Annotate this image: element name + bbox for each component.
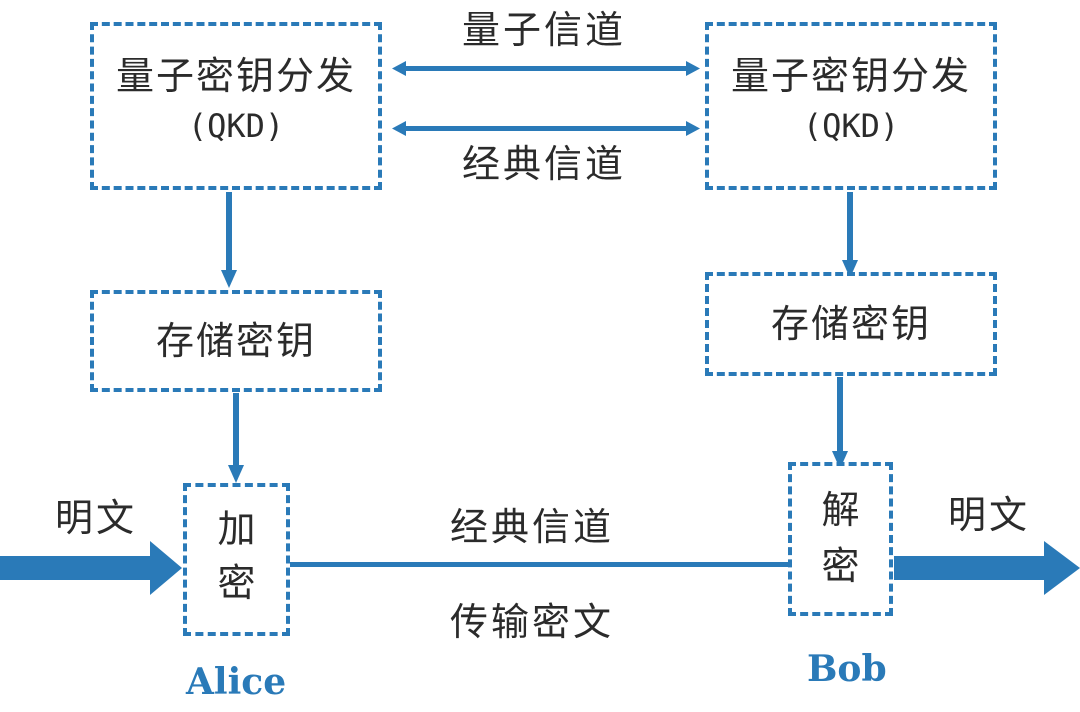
bob-store-key-label: 存储密钥 <box>770 302 931 346</box>
quantum-channel-arrow <box>392 61 700 76</box>
transmit-ciphertext-label: 传输密文 <box>450 600 615 644</box>
ciphertext-classical-label: 经典信道 <box>450 505 615 549</box>
encrypt-char-1: 加 <box>217 507 256 551</box>
decrypt-char-1: 解 <box>821 488 860 532</box>
alice-qkd-box: 量子密钥分发 (QKD) <box>90 22 382 190</box>
ciphertext-channel-line <box>290 562 788 567</box>
bob-qkd-box: 量子密钥分发 (QKD) <box>705 22 997 190</box>
encrypt-box: 加 密 <box>183 483 290 636</box>
bob-qkd-subtitle: (QKD) <box>802 107 900 145</box>
alice-qkd-subtitle: (QKD) <box>187 107 285 145</box>
bob-name: Bob <box>807 648 887 690</box>
bob-store-key-box: 存储密钥 <box>705 272 997 376</box>
alice-qkd-title: 量子密钥分发 <box>115 54 356 98</box>
alice-name: Alice <box>186 661 287 703</box>
alice-qkd-to-store-arrow <box>221 192 237 288</box>
quantum-channel-label: 量子信道 <box>462 8 627 52</box>
classical-channel-arrow <box>392 121 700 136</box>
bob-qkd-title: 量子密钥分发 <box>730 54 971 98</box>
alice-store-key-box: 存储密钥 <box>90 290 382 392</box>
bob-plaintext-label: 明文 <box>948 493 1031 537</box>
encrypt-char-2: 密 <box>217 561 256 605</box>
decrypt-box: 解 密 <box>788 462 893 616</box>
bob-plaintext-arrow <box>894 541 1080 595</box>
bob-store-to-decrypt-arrow <box>832 377 848 469</box>
classical-channel-label: 经典信道 <box>462 142 627 186</box>
alice-plaintext-label: 明文 <box>55 496 138 540</box>
alice-store-key-label: 存储密钥 <box>155 319 316 363</box>
bob-qkd-to-store-arrow <box>842 192 858 278</box>
alice-store-to-encrypt-arrow <box>228 393 244 483</box>
alice-plaintext-arrow <box>0 541 182 595</box>
decrypt-char-2: 密 <box>821 544 860 588</box>
